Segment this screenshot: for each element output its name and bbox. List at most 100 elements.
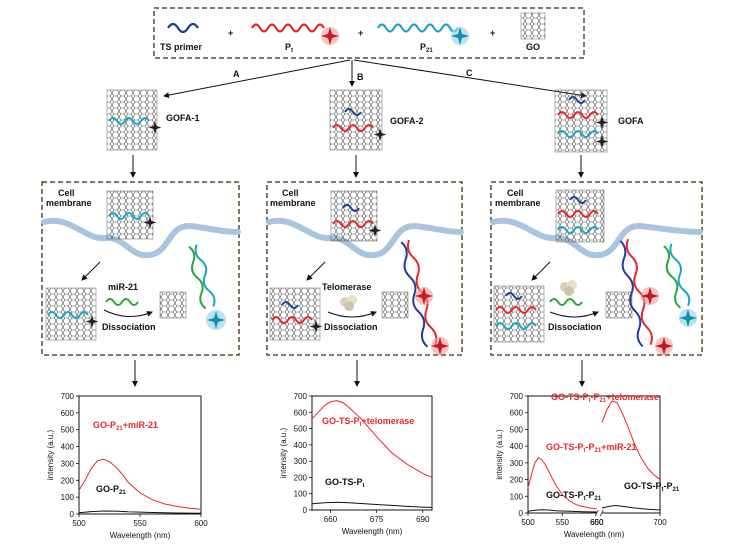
y-tick-label: 300 <box>294 457 308 466</box>
probe-gofa1: GOFA-1 <box>106 89 200 151</box>
cell-membrane-label-2: membrane <box>495 198 541 208</box>
x-axis-label: Wavelength (nm) <box>342 527 403 536</box>
branch-arrow-a <box>163 59 351 98</box>
p21-strand <box>377 23 459 33</box>
go-label: GO <box>526 42 540 52</box>
dissociation-label: Dissociation <box>548 322 602 332</box>
chart2-annotation-red: GO-TS-Pt+telomerase <box>322 416 414 428</box>
x-tick-label: 660 <box>324 515 338 524</box>
plot-frame <box>527 395 661 514</box>
emitting-star-icon <box>206 310 226 330</box>
hybrid-duplex <box>619 238 653 348</box>
plus-3: + <box>490 28 495 38</box>
y-tick-label: 700 <box>510 392 524 401</box>
x-tick-label: 690 <box>416 515 430 524</box>
cell-panel-3: Cell membrane Dissociation <box>490 181 703 356</box>
y-tick-label: 100 <box>510 492 524 501</box>
branch-label-a: A <box>233 69 240 79</box>
cell-membrane-label: Cell <box>58 188 75 198</box>
series-line <box>527 457 597 510</box>
axis-break-mark <box>599 509 604 517</box>
probe-gofa: GOFA <box>554 89 644 153</box>
y-tick-label: 300 <box>510 459 524 468</box>
series-line <box>601 504 661 511</box>
branch-label-c: C <box>466 68 473 78</box>
y-tick-label: 600 <box>510 409 524 418</box>
y-tick-label: 700 <box>61 392 75 401</box>
y-tick-label: 0 <box>519 509 524 518</box>
branch-label-b: B <box>357 72 364 82</box>
series-line <box>78 458 202 510</box>
emitting-star-icon <box>415 287 433 305</box>
chart3-annotation-black-left: GO-TS-Pt-P21 <box>546 490 602 502</box>
x-axis-label: Wavelength (nm) <box>564 530 625 539</box>
y-tick-label: 400 <box>294 441 308 450</box>
gofa-label: GOFA <box>618 116 644 126</box>
y-tick-label: 600 <box>61 409 75 418</box>
cell-membrane-label-2: membrane <box>46 198 92 208</box>
cell-membrane <box>266 217 464 259</box>
y-axis-label: intensity (a.u.) <box>495 429 504 480</box>
dissociation-label: Dissociation <box>324 322 378 332</box>
y-axis-label: intensity (a.u.) <box>279 428 288 479</box>
quenched-star-icon <box>373 128 387 141</box>
series-line <box>527 509 597 513</box>
hybrid-duplex <box>188 244 216 310</box>
plus-1: + <box>228 28 233 38</box>
emitting-star-icon <box>641 287 659 305</box>
quenched-star-icon <box>148 121 162 134</box>
y-tick-label: 600 <box>294 408 308 417</box>
pt-label: Pt <box>285 42 293 54</box>
p21-label: P21 <box>420 42 433 54</box>
target-label: Telomerase <box>322 282 371 292</box>
ts-primer-label: TS primer <box>160 42 203 52</box>
y-tick-label: 500 <box>510 425 524 434</box>
y-axis-label: intensity (a.u.) <box>46 430 55 481</box>
plot-frame <box>78 395 202 515</box>
axis-break-mark <box>594 509 599 517</box>
cell-membrane-label: Cell <box>507 188 524 198</box>
chart3-annotation-red-top: GO-TS-Pt-P21+telomerase <box>551 392 659 404</box>
quenched-star-icon <box>595 116 609 129</box>
y-tick-label: 500 <box>294 425 308 434</box>
y-tick-label: 500 <box>61 426 75 435</box>
x-tick-label: 600 <box>194 519 208 528</box>
cell-membrane <box>490 217 703 259</box>
ts-primer-strand <box>167 22 199 34</box>
y-tick-label: 300 <box>61 459 75 468</box>
chart3-annotation-black-right: GO-TS-Pt-P21 <box>624 481 680 493</box>
x-tick-label: 500 <box>521 518 535 527</box>
chart3-annotation-red-mid: GO-TS-Pt-P21+miR-21 <box>546 442 636 454</box>
chart1-annotation-red: GO-P21+miR-21 <box>93 420 158 432</box>
y-tick-label: 400 <box>61 443 75 452</box>
probe-gofa2: GOFA-2 <box>329 89 424 151</box>
x-tick-label: 650 <box>590 518 604 527</box>
branch-arrow-c <box>353 59 587 99</box>
gofa1-label: GOFA-1 <box>166 113 200 123</box>
go-sheet-icon <box>520 12 546 40</box>
series-line <box>311 501 433 508</box>
y-tick-label: 200 <box>510 476 524 485</box>
emitting-star-icon <box>655 337 673 355</box>
target-label: miR-21 <box>108 282 138 292</box>
telomerase-enzyme-icon <box>560 280 577 296</box>
x-axis-label: Wavelength (nm) <box>110 531 171 540</box>
plus-2: + <box>358 28 363 38</box>
gofa2-label: GOFA-2 <box>390 116 424 126</box>
legend-box <box>153 7 585 59</box>
pt-strand <box>251 23 325 33</box>
axis-break-mask <box>596 510 603 516</box>
cell-panel-1: Cell membrane miR-21 Dissociation <box>41 181 241 356</box>
hybrid-duplex <box>663 243 691 309</box>
x-tick-label: 600 <box>590 518 604 527</box>
p21-fluorophore-star-icon <box>451 27 469 45</box>
x-tick-label: 550 <box>133 519 147 528</box>
chart1-annotation-black: GO-P21 <box>96 484 126 496</box>
y-tick-label: 700 <box>294 392 308 401</box>
emitting-star-icon <box>431 337 449 355</box>
x-tick-label: 700 <box>653 518 667 527</box>
